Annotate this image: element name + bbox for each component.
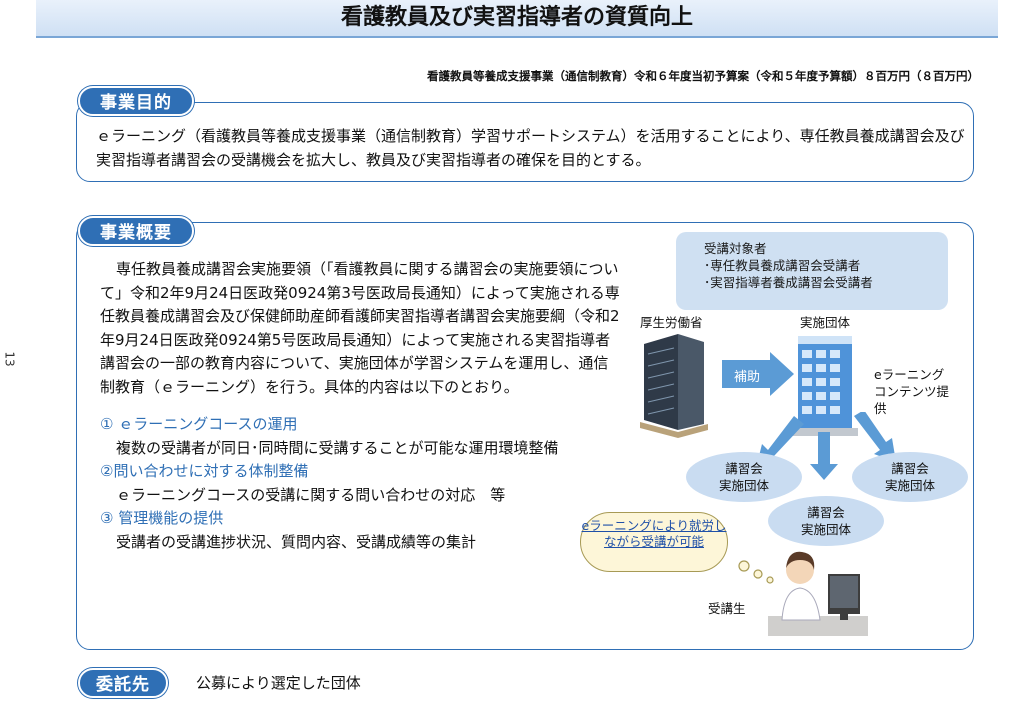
target-info-box: 受講対象者 ･専任教員養成講習会受講者 ･実習指導者養成講習会受講者 bbox=[676, 232, 948, 310]
page-title: 看護教員及び実習指導者の資質向上 bbox=[36, 0, 998, 38]
page-number: 13 bbox=[2, 351, 17, 367]
item-body: 受講者の受講進捗状況、質問内容、受講成績等の集計 bbox=[116, 532, 477, 551]
overview-item: ① ｅラーニングコースの運用 複数の受講者が同日･同時間に受講することが可能な運… bbox=[100, 413, 620, 460]
thought-bubbles-icon bbox=[738, 560, 774, 584]
subsidy-arrow-icon bbox=[722, 352, 794, 396]
item-body: ｅラーニングコースの受講に関する問い合わせの対応 等 bbox=[116, 485, 506, 504]
venue-ellipse: 講習会 実施団体 bbox=[768, 496, 884, 546]
entrusted-text: 公募により選定した団体 bbox=[196, 674, 361, 692]
item-heading: ① ｅラーニングコースの運用 bbox=[100, 415, 298, 433]
ministry-label: 厚生労働省 bbox=[640, 315, 703, 330]
venue-label: 講習会 実施団体 bbox=[800, 505, 851, 537]
entrusted-tab: 委託先 bbox=[78, 668, 168, 698]
thought-cloud: eラーニングにより就労しながら受講が可能 bbox=[580, 512, 728, 572]
target-item: ･専任教員養成講習会受講者 bbox=[704, 258, 861, 273]
target-title: 受講対象者 bbox=[704, 241, 767, 256]
purpose-text: ｅラーニング（看護教員等養成支援事業（通信制教育）学習サポートシステム）を活用す… bbox=[96, 127, 965, 169]
content-provision-label: eラーニングコンテンツ提供 bbox=[874, 367, 950, 416]
purpose-box bbox=[76, 102, 974, 182]
cloud-text: eラーニングにより就労しながら受講が可能 bbox=[581, 518, 727, 549]
budget-line: 看護教員等養成支援事業（通信制教育）令和６年度当初予算案（令和５年度予算額）８百… bbox=[427, 69, 979, 83]
subsidy-label: 補助 bbox=[734, 370, 761, 385]
item-heading: ③ 管理機能の提供 bbox=[100, 509, 224, 527]
overview-item: ③ 管理機能の提供 受講者の受講進捗状況、質問内容、受講成績等の集計 bbox=[100, 507, 620, 554]
ministry-building-icon bbox=[640, 334, 708, 438]
overview-text: 専任教員養成講習会実施要領（「看護教員に関する講習会の実施要領について」令和2年… bbox=[100, 258, 620, 554]
venue-label: 講習会 実施団体 bbox=[884, 461, 935, 493]
venue-ellipse: 講習会 実施団体 bbox=[686, 452, 802, 502]
overview-tab: 事業概要 bbox=[78, 216, 194, 246]
venue-label: 講習会 実施団体 bbox=[718, 461, 769, 493]
student-at-computer-icon bbox=[768, 551, 868, 636]
item-body: 複数の受講者が同日･同時間に受講することが可能な運用環境整備 bbox=[116, 438, 559, 457]
item-heading: ②問い合わせに対する体制整備 bbox=[100, 462, 309, 480]
overview-intro: 専任教員養成講習会実施要領（「看護教員に関する講習会の実施要領について」令和2年… bbox=[100, 260, 620, 396]
target-item: ･実習指導者養成講習会受講者 bbox=[704, 275, 873, 290]
overview-item: ②問い合わせに対する体制整備 ｅラーニングコースの受講に関する問い合わせの対応 … bbox=[100, 460, 620, 507]
student-label: 受講生 bbox=[708, 601, 746, 616]
purpose-tab: 事業目的 bbox=[78, 86, 194, 116]
org-label: 実施団体 bbox=[800, 315, 851, 330]
venue-ellipse: 講習会 実施団体 bbox=[852, 452, 968, 502]
